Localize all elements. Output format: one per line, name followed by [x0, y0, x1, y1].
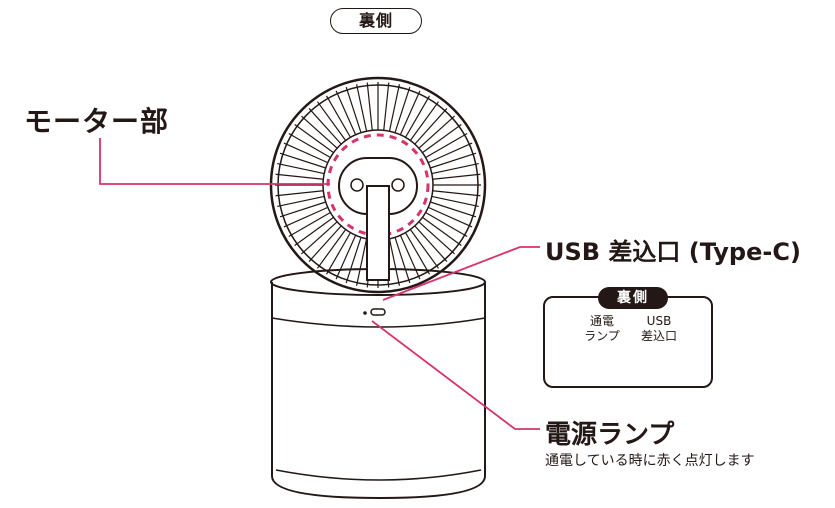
fan-guard-spoke — [345, 237, 362, 284]
inset-badge: 裏側 — [598, 287, 668, 309]
inset-usb-label: USB 差込口 — [640, 314, 677, 343]
fan-guard-spoke — [316, 101, 347, 141]
fan-guard-spoke — [404, 95, 431, 138]
fan-guard-spoke — [428, 206, 473, 228]
fan-guard-spoke — [335, 90, 357, 135]
fan-guard-spoke — [308, 108, 342, 145]
fan-guard-spoke — [325, 95, 352, 138]
fan-guard-spoke — [409, 101, 440, 141]
fan-guard-spoke — [430, 201, 477, 218]
fan-guard-spoke — [409, 229, 440, 269]
fan-guard-spoke — [388, 84, 401, 132]
fan-guard-spoke — [277, 162, 325, 175]
fan-guard-spoke — [431, 162, 479, 175]
fan-guard-spoke — [399, 235, 421, 280]
fan-guard-spoke — [425, 211, 468, 238]
fan-guard-spoke — [275, 173, 324, 180]
power-lamp-label: 電源ランプ — [545, 420, 675, 450]
fan-guard-spoke — [325, 232, 352, 275]
fan-guard-spoke — [355, 84, 368, 132]
fan-guard-spoke — [288, 132, 331, 159]
fan-guard-spoke — [294, 123, 334, 154]
fan-guard-spoke — [335, 235, 357, 280]
fan-guard-spoke — [432, 190, 481, 197]
fan-guard-spoke — [425, 132, 468, 159]
fan-guard-spoke — [418, 221, 455, 255]
fan-guard-spoke — [422, 123, 462, 154]
fan-guard-spoke — [383, 82, 390, 131]
fan-guard-spoke — [275, 190, 324, 197]
fan-guard-spoke — [418, 115, 455, 149]
power-lamp-description: 通電している時に赤く点灯します — [545, 453, 755, 469]
back-side-inset — [543, 296, 713, 388]
usb-port — [370, 308, 386, 316]
back-side-badge: 裏側 — [330, 8, 422, 34]
fan-guard-spoke — [430, 152, 477, 169]
motor-label: モーター部 — [24, 105, 170, 138]
fan-guard-spoke — [394, 86, 411, 133]
fan-guard-spoke — [316, 229, 347, 269]
fan-guard-spoke — [399, 90, 421, 135]
fan-guard-spoke — [431, 195, 479, 208]
fan-guard-spoke — [388, 238, 401, 286]
fan-guard-spoke — [308, 225, 342, 262]
fan-guard-spoke — [283, 142, 328, 164]
fan-guard-spoke — [414, 108, 448, 145]
fan-guard-spoke — [432, 173, 481, 180]
fan-guard-spoke — [366, 82, 373, 131]
fan-guard-spoke — [294, 216, 334, 247]
fan-guard-spoke — [355, 238, 368, 286]
power-lamp-dot — [363, 311, 367, 315]
fan-guard-spoke — [394, 237, 411, 284]
fan-guard-spoke — [404, 232, 431, 275]
fan-guard-spoke — [301, 221, 338, 255]
fan-guard-spoke — [279, 201, 326, 218]
fan-head — [269, 76, 487, 294]
usb-port-label: USB 差込口 (Type-C) — [545, 238, 801, 266]
fan-guard-spoke — [279, 152, 326, 169]
callout-lines — [99, 138, 540, 430]
fan-guard-spoke — [414, 225, 448, 262]
fan-guard-spoke — [277, 195, 325, 208]
fan-guard-spoke — [288, 211, 331, 238]
fan-guard-spoke — [422, 216, 462, 247]
fan-guard-spoke — [428, 142, 473, 164]
fan-guard-spoke — [345, 86, 362, 133]
fan-guard-spoke — [283, 206, 328, 228]
device-base — [270, 268, 486, 500]
inset-lamp-label: 通電 ランプ — [584, 314, 620, 343]
fan-guard-spoke — [301, 115, 338, 149]
